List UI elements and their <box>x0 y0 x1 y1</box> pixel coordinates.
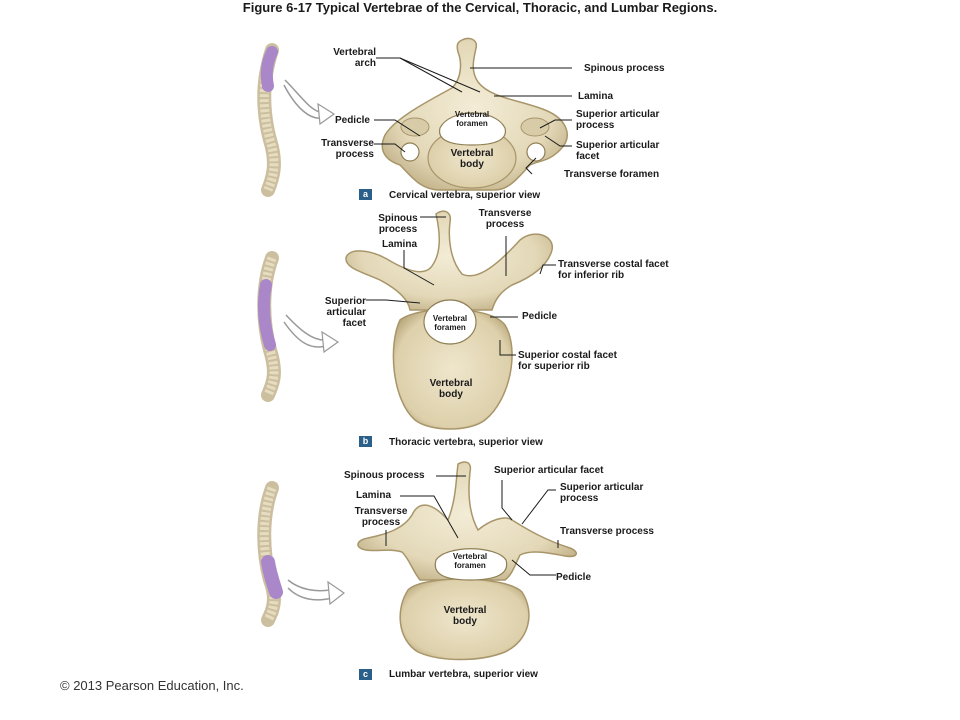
label-b-pedicle: Pedicle <box>522 311 558 322</box>
label-c-vertebral-body: Vertebral body <box>443 605 487 627</box>
spine-thumbnail-thoracic <box>257 251 340 402</box>
thoracic-vertebra-image <box>345 210 553 430</box>
label-c-superior-articular-process: Superior articular process <box>560 482 644 504</box>
label-b-spinous-process: Spinous process <box>378 213 418 235</box>
spine-thumbnail-cervical <box>257 43 336 197</box>
label-b-transverse-process: Transverse process <box>478 208 532 230</box>
label-b-vertebral-foramen: Vertebral foramen <box>432 314 468 332</box>
copyright-notice: © 2013 Pearson Education, Inc. <box>60 678 244 693</box>
panel-badge-b: b <box>359 436 372 447</box>
label-c-transverse-process-left: Transverse process <box>354 506 408 528</box>
spine-thumbnail-lumbar <box>257 481 346 627</box>
label-a-superior-articular-facet: Superior articular facet <box>576 140 660 162</box>
label-c-superior-articular-facet: Superior articular facet <box>494 465 604 476</box>
label-b-transverse-costal-facet: Transverse costal facet for inferior rib <box>558 259 669 281</box>
label-a-spinous-process: Spinous process <box>584 63 665 74</box>
panel-caption-b: Thoracic vertebra, superior view <box>389 437 543 448</box>
panel-badge-c: c <box>359 669 372 680</box>
label-a-vertebral-foramen: Vertebral foramen <box>454 110 490 128</box>
leader-lines <box>366 57 572 576</box>
label-c-vertebral-foramen: Vertebral foramen <box>452 552 488 570</box>
label-b-superior-articular-facet: Superior articular facet <box>324 296 366 329</box>
label-a-vertebral-arch: Vertebral arch <box>333 47 376 69</box>
label-c-lamina: Lamina <box>356 490 392 501</box>
label-a-transverse-process: Transverse process <box>321 138 374 160</box>
label-a-transverse-foramen: Transverse foramen <box>564 169 660 180</box>
label-b-vertebral-body: Vertebral body <box>429 378 473 400</box>
label-c-spinous-process: Spinous process <box>344 470 425 481</box>
label-a-vertebral-body: Vertebral body <box>450 148 494 170</box>
label-b-superior-costal-facet: Superior costal facet for superior rib <box>518 350 617 372</box>
figure-title: Figure 6-17 Typical Vertebrae of the Cer… <box>242 0 718 15</box>
label-b-lamina: Lamina <box>382 239 418 250</box>
panel-badge-a: a <box>359 189 372 200</box>
panel-caption-c: Lumbar vertebra, superior view <box>389 669 538 680</box>
label-a-pedicle: Pedicle <box>334 115 370 126</box>
label-a-superior-articular-process: Superior articular process <box>576 109 660 131</box>
label-a-lamina: Lamina <box>578 91 614 102</box>
lumbar-vertebra-image <box>357 461 577 661</box>
panel-caption-a: Cervical vertebra, superior view <box>389 190 541 201</box>
label-c-transverse-process-right: Transverse process <box>560 526 654 537</box>
label-c-pedicle: Pedicle <box>556 572 592 583</box>
cervical-vertebra-image <box>381 37 568 191</box>
